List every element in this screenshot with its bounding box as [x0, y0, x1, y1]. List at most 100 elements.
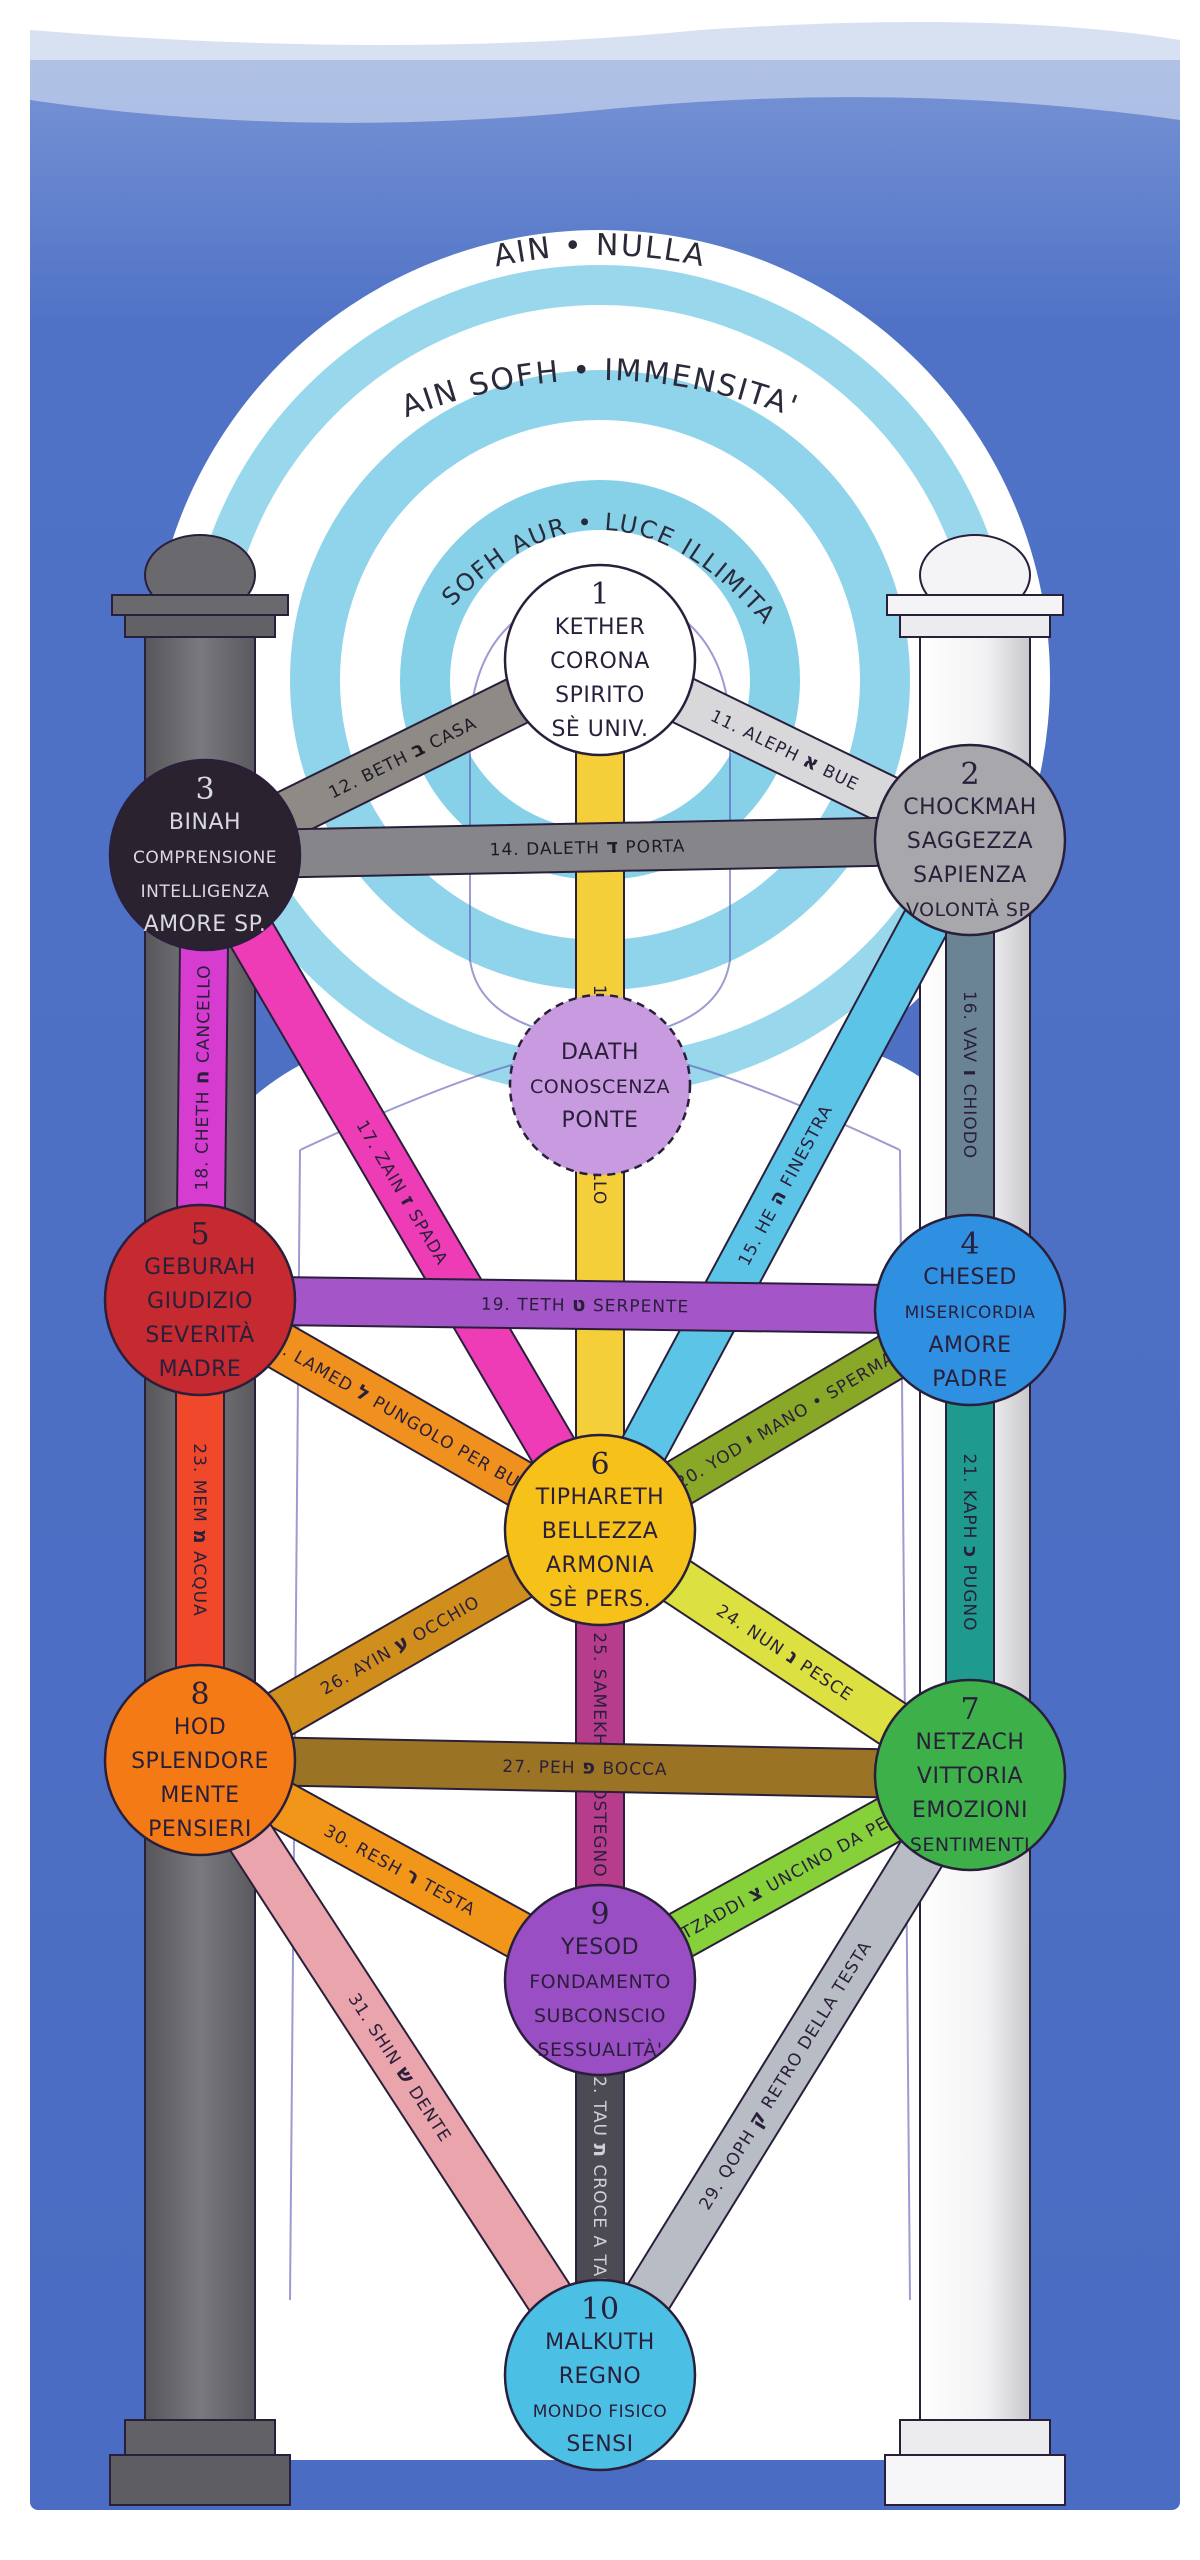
sephirah-attribute: SEVERITÀ: [145, 1322, 254, 1348]
sephirah-attribute: VITTORIA: [917, 1764, 1023, 1789]
sephirah-attribute: PADRE: [932, 1367, 1008, 1392]
sephirah-number: 7: [960, 1692, 979, 1727]
sephirah-attribute: SUBCONSCIO: [534, 2005, 666, 2027]
sephirah-name: KETHER: [555, 615, 646, 640]
path-label: 27. PEH פ BOCCA: [502, 1753, 668, 1780]
sephirah-circle: [873, 1213, 1067, 1407]
path-number: 21. KAPH: [959, 1453, 979, 1545]
sephirah-attribute: FONDAMENTO: [529, 1971, 671, 1993]
path-23-mem: 23. MEM מ ACQUA: [175, 1299, 225, 1761]
sephirah-number: 8: [190, 1677, 209, 1712]
path-meaning: SOSTEGNO: [589, 1768, 609, 1878]
sephirah-circle: [503, 563, 697, 757]
path-label: 16. VAV ו CHIODO: [959, 991, 983, 1159]
path-meaning: PORTA: [619, 837, 686, 858]
path-number: 27. PEH: [502, 1757, 582, 1779]
sephirah-circle: [508, 993, 692, 1177]
sephirah-name: CHOCKMAH: [903, 795, 1037, 820]
path-19-teth: 19. TETH ט SERPENTE: [198, 1274, 972, 1336]
path-32-tau: 32. TAU ת CROCE A TAU: [575, 1979, 625, 2376]
sephirah-attribute: BELLEZZA: [542, 1519, 659, 1544]
sephirah-number: 4: [960, 1227, 979, 1262]
path-meaning: ACQUA: [189, 1545, 209, 1617]
path-number: 16. VAV: [959, 991, 979, 1070]
sephirah-number: 3: [195, 772, 214, 807]
sephirah-name: HOD: [174, 1715, 226, 1740]
sephirah-attribute: SENTIMENTI: [910, 1834, 1030, 1856]
sephirah-attribute: AMORE SP.: [144, 912, 267, 937]
sephirah-name: MALKUTH: [545, 2330, 655, 2355]
sephirah-name: YESOD: [560, 1935, 639, 1960]
sephirah-circle: [108, 758, 302, 952]
sephirah-attribute: SESSUALITÀ': [537, 2038, 662, 2061]
path-17-zain: 17. ZAIN ז SPADA: [182, 841, 623, 1544]
sephirah-attribute: CONOSCENZA: [530, 1076, 670, 1098]
sephirah-number: 2: [960, 757, 979, 792]
sephirah-attribute: MISERICORDIA: [905, 1303, 1036, 1323]
path-number: 14. DALETH: [489, 838, 606, 860]
sephirah-circle: [503, 2278, 697, 2472]
sephirah-name: GEBURAH: [144, 1255, 256, 1280]
sephirah-circle: [503, 1433, 697, 1627]
path-meaning: BOCCA: [596, 1759, 668, 1780]
sephirah-name: BINAH: [169, 810, 241, 835]
sephirah-name: DAATH: [561, 1040, 639, 1065]
hebrew-letter-glyph: ת: [589, 2143, 613, 2158]
sephirah-number: 9: [590, 1897, 609, 1932]
path-label: 18. CHETH ח CANCELLO: [188, 964, 215, 1190]
sephirah-attribute: SPLENDORE: [131, 1749, 269, 1774]
sephirah-name: CHESED: [923, 1265, 1017, 1290]
path-number: 23. MEM: [189, 1443, 209, 1529]
sephirah-number: 1: [590, 577, 609, 612]
sephirah-attribute: ARMONIA: [546, 1553, 654, 1578]
path-number: 32. TAU: [589, 2064, 609, 2143]
hebrew-letter-glyph: ט: [572, 1292, 587, 1316]
sephirah-name: NETZACH: [916, 1730, 1025, 1755]
sephirah-circle: [873, 743, 1067, 937]
path-label: 32. TAU ת CROCE A TAU: [589, 2064, 613, 2290]
hebrew-letter-glyph: מ: [189, 1529, 213, 1544]
path-number: 18. CHETH: [192, 1084, 213, 1191]
path-meaning: PUGNO: [959, 1558, 979, 1631]
sephirah-number: 10: [581, 2292, 619, 2327]
sephirah-attribute: COMPRENSIONE: [133, 848, 277, 868]
sephirah-attribute: SÈ PERS.: [549, 1586, 651, 1612]
path-18-cheth: 18. CHETH ח CANCELLO: [174, 853, 231, 1302]
sephirah-attribute: INTELLIGENZA: [141, 882, 270, 902]
sephirah-attribute: AMORE: [928, 1333, 1011, 1358]
sephirah-attribute: MONDO FISICO: [533, 2402, 668, 2422]
sephirah-number: 6: [590, 1447, 609, 1482]
sephirah-attribute: REGNO: [559, 2364, 642, 2389]
sephirah-attribute: MENTE: [160, 1783, 239, 1808]
path-number: 25. SAMEKH: [589, 1632, 609, 1753]
hebrew-letter-glyph: כ: [959, 1546, 983, 1558]
sephirah-attribute: MADRE: [159, 1357, 242, 1382]
hebrew-letter-glyph: ד: [606, 834, 619, 858]
sephirah-attribute: SAGGEZZA: [907, 829, 1033, 854]
path-16-vav: 16. VAV ו CHIODO: [945, 839, 995, 1311]
sephirah-attribute: SENSI: [566, 2432, 633, 2457]
sephirah-attribute: SÈ UNIV.: [551, 716, 648, 742]
path-meaning: CROCE A TAU: [589, 2158, 609, 2291]
sephirah-number: 5: [190, 1217, 209, 1252]
sephirah-name: TIPHARETH: [535, 1485, 664, 1510]
sephirah-circle: [103, 1663, 297, 1857]
sephirah-attribute: GIUDIZIO: [147, 1289, 253, 1314]
sephirah-attribute: SAPIENZA: [913, 863, 1027, 888]
sephirah-attribute: PENSIERI: [148, 1817, 252, 1842]
sephirah-attribute: EMOZIONI: [912, 1798, 1028, 1823]
sephirah-attribute: VOLONTÀ SP.: [906, 898, 1034, 921]
sephirah-attribute: SPIRITO: [555, 683, 645, 708]
path-label: 14. DALETH ד PORTA: [489, 833, 685, 861]
path-meaning: CANCELLO: [194, 964, 215, 1069]
path-meaning: CHIODO: [959, 1077, 979, 1159]
